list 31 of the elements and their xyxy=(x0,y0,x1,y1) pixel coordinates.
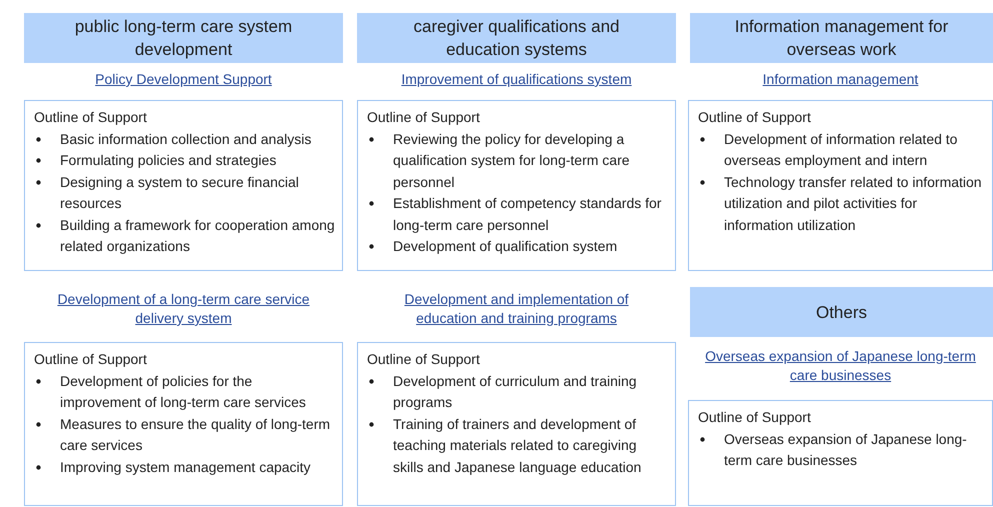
bullet-item: Development of qualification system xyxy=(393,238,618,254)
bullet-item: Establishment of competency standards for long-term care personnel xyxy=(393,195,662,232)
bullet-item: Technology transfer related to information utilization and pilot activities for information utilization xyxy=(724,174,982,232)
category-header: Others xyxy=(690,287,993,337)
card-heading: Outline of Support xyxy=(698,108,812,127)
category-header: caregiver qualifications and education systems xyxy=(357,13,676,63)
category-header: public long-term care system development xyxy=(24,13,343,63)
bullet-item: Training of trainers and development of teaching materials related to caregiving skills and Japanese language education xyxy=(393,416,642,474)
bullet-item: Reviewing the policy for developing a qualification system for long-term care personnel xyxy=(393,130,630,190)
bullet-item: Development of information related to overseas employment and intern xyxy=(724,130,958,168)
section-link: Information management xyxy=(762,70,920,89)
card-heading: Outline of Support xyxy=(34,350,148,369)
section-link: Policy Development Support xyxy=(94,70,273,89)
bullet-item: Building a framework for cooperation among related organizations xyxy=(60,216,335,254)
bullet-item: Overseas expansion of Japanese long-term care businesses xyxy=(724,430,967,468)
category-header: Information management for overseas work xyxy=(690,13,993,63)
card-heading: Outline of Support xyxy=(698,408,812,427)
card-heading: Outline of Support xyxy=(367,350,481,369)
card-heading: Outline of Support xyxy=(34,108,148,127)
bullet-item: Development of policies for the improvement of long-term care services xyxy=(60,372,306,410)
bullet-item: Development of curriculum and training programs xyxy=(393,372,637,410)
bullet-item: Designing a system to secure financial resources xyxy=(60,174,299,211)
section-link: Development of a long-term care service delivery system xyxy=(56,290,311,328)
card-heading: Outline of Support xyxy=(367,108,481,127)
bullet-item: Improving system management capacity xyxy=(60,458,311,474)
section-link: Overseas expansion of Japanese long-term care businesses xyxy=(704,347,977,385)
bullet-item: Basic information collection and analysis xyxy=(60,130,312,146)
bullet-item: Formulating policies and strategies xyxy=(60,152,276,168)
section-link: Improvement of qualifications system xyxy=(400,70,633,89)
section-link: Development and implementation of education and training programs xyxy=(403,290,630,328)
bullet-item: Measures to ensure the quality of long-term care services xyxy=(60,416,330,453)
